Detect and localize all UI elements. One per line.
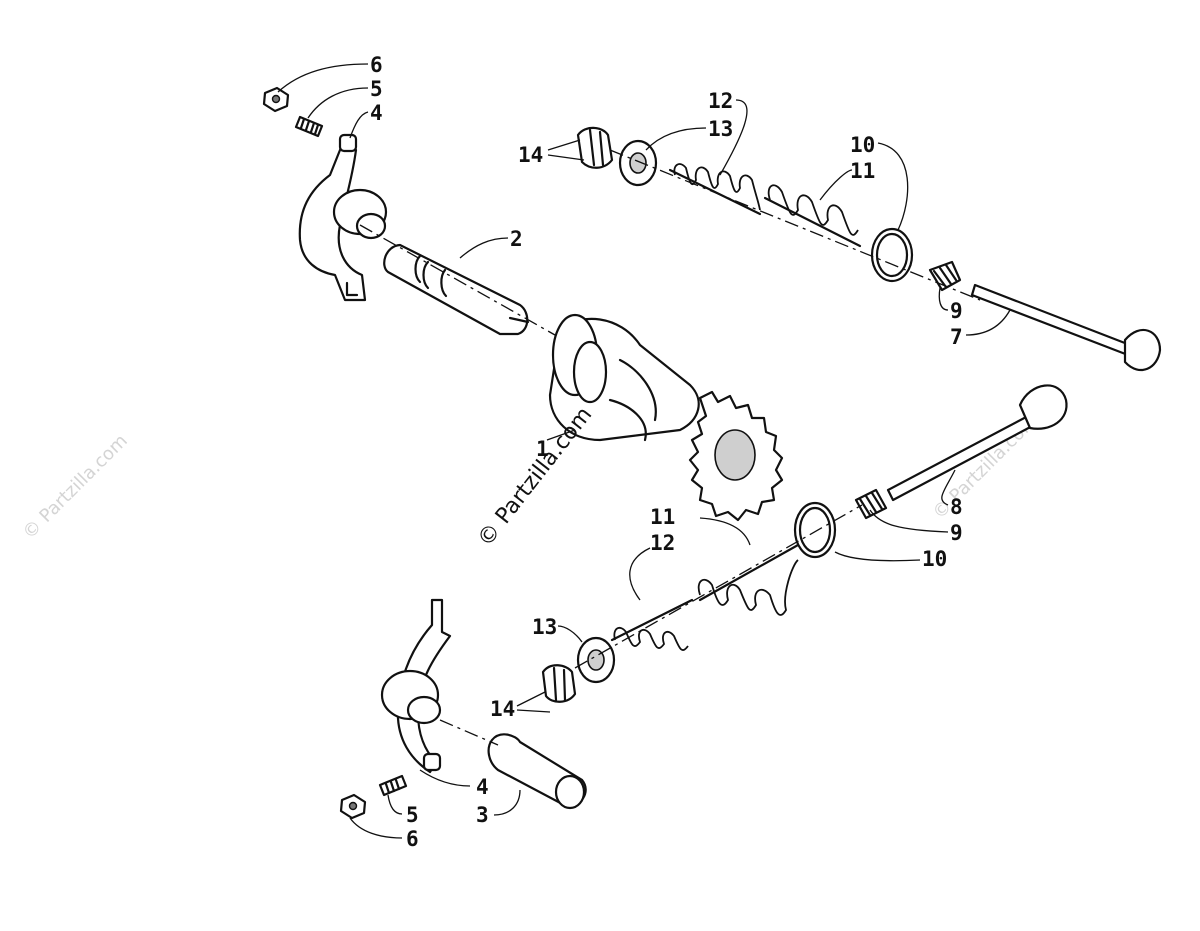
upper-outer-spring — [763, 184, 862, 248]
callout-14-lower: 14 — [490, 697, 515, 721]
callout-4-lower: 4 — [476, 775, 489, 799]
upper-rocker-arm — [298, 133, 388, 302]
watermark-faint-left: © Partzilla.com — [19, 430, 132, 543]
upper-valve-cotters — [576, 126, 614, 169]
callout-11-upper: 11 — [850, 159, 875, 183]
callout-9-upper: 9 — [950, 299, 963, 323]
callout-13-lower: 13 — [532, 615, 557, 639]
callout-5-lower: 5 — [406, 803, 419, 827]
callout-8: 8 — [950, 495, 963, 519]
callout-6-lower: 6 — [406, 827, 419, 851]
callout-10-upper: 10 — [850, 133, 875, 157]
lower-valve-guide-seal — [854, 488, 888, 520]
lower-locknut — [339, 793, 367, 820]
rocker-shaft-upper — [383, 243, 530, 336]
lower-valve-cotters — [541, 664, 577, 703]
callout-11-lower: 11 — [650, 505, 675, 529]
callout-2: 2 — [510, 227, 523, 251]
lower-inner-spring — [610, 598, 694, 651]
callout-5-upper: 5 — [370, 77, 383, 101]
lower-valve-seal-ring — [793, 501, 837, 559]
callout-10-lower: 10 — [922, 547, 947, 571]
lower-adjusting-screw — [378, 774, 408, 797]
upper-spring-retainer — [618, 139, 658, 187]
callout-9-lower: 9 — [950, 521, 963, 545]
lower-outer-spring — [697, 543, 800, 616]
callout-4-upper: 4 — [370, 101, 383, 125]
callout-3: 3 — [476, 803, 489, 827]
rocker-shaft-lower — [487, 733, 587, 810]
upper-locknut — [262, 86, 290, 113]
lower-rocker-arm — [380, 598, 452, 774]
centerlines — [359, 149, 981, 746]
leader-lines — [277, 63, 1011, 839]
lower-spring-retainer — [576, 636, 616, 684]
upper-adjusting-screw — [294, 115, 324, 138]
callout-12-lower: 12 — [650, 531, 675, 555]
callout-12-upper: 12 — [708, 89, 733, 113]
callout-1: 1 — [536, 437, 549, 461]
callout-6-upper: 6 — [370, 53, 383, 77]
watermark-partzilla: © Partzilla.com — [473, 403, 597, 552]
exhaust-valve — [970, 283, 1162, 372]
upper-valve-seal-ring — [870, 227, 914, 283]
callout-14-upper: 14 — [518, 143, 543, 167]
callouts: 6 5 4 2 14 12 13 10 11 9 7 1 8 9 10 11 1… — [370, 53, 963, 851]
camshaft — [548, 313, 784, 522]
upper-inner-spring — [668, 163, 762, 216]
callout-13-upper: 13 — [708, 117, 733, 141]
intake-valve — [886, 384, 1068, 502]
callout-7: 7 — [950, 325, 963, 349]
